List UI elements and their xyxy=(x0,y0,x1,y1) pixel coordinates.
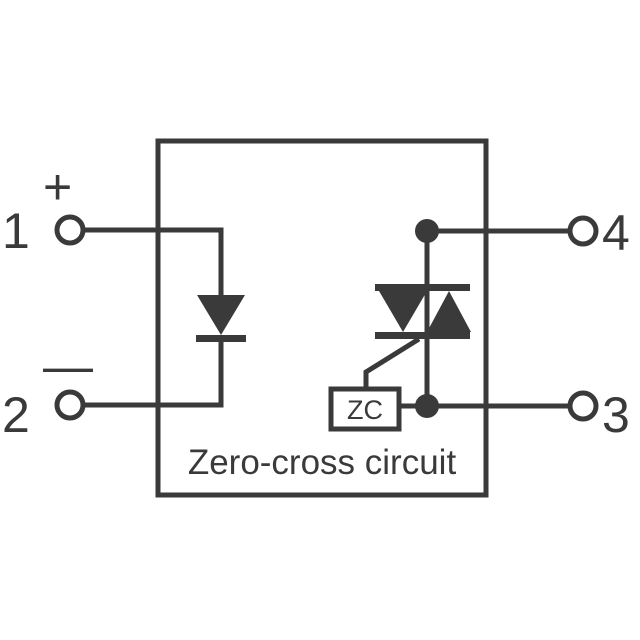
triac-top-bar xyxy=(375,284,470,291)
zc-label: ZC xyxy=(347,395,383,425)
gate-lead xyxy=(363,336,421,389)
pin1-number: 1 xyxy=(2,203,30,259)
triac-left-triangle xyxy=(379,291,427,332)
pin2-wire xyxy=(84,342,224,408)
pin3-number: 3 xyxy=(602,387,630,443)
pin3-terminal xyxy=(567,390,599,422)
triac-bottom-bar xyxy=(375,332,470,339)
pin1-wire xyxy=(84,227,224,295)
package-outline xyxy=(155,138,489,498)
pin4-number: 4 xyxy=(602,205,630,261)
pin2-number: 2 xyxy=(2,387,30,443)
pin1-terminal xyxy=(54,214,86,246)
led-triangle xyxy=(197,295,245,335)
pin4-terminal xyxy=(567,215,599,247)
pin1-polarity: + xyxy=(43,159,72,215)
package-caption: Zero-cross circuit xyxy=(188,443,457,482)
pin3-junction xyxy=(415,394,439,418)
triac-right-triangle xyxy=(427,291,471,332)
zc-block xyxy=(328,386,402,432)
pin2-polarity: — xyxy=(43,338,93,394)
led-cathode-bar xyxy=(196,335,246,342)
pin2-terminal xyxy=(54,389,86,421)
